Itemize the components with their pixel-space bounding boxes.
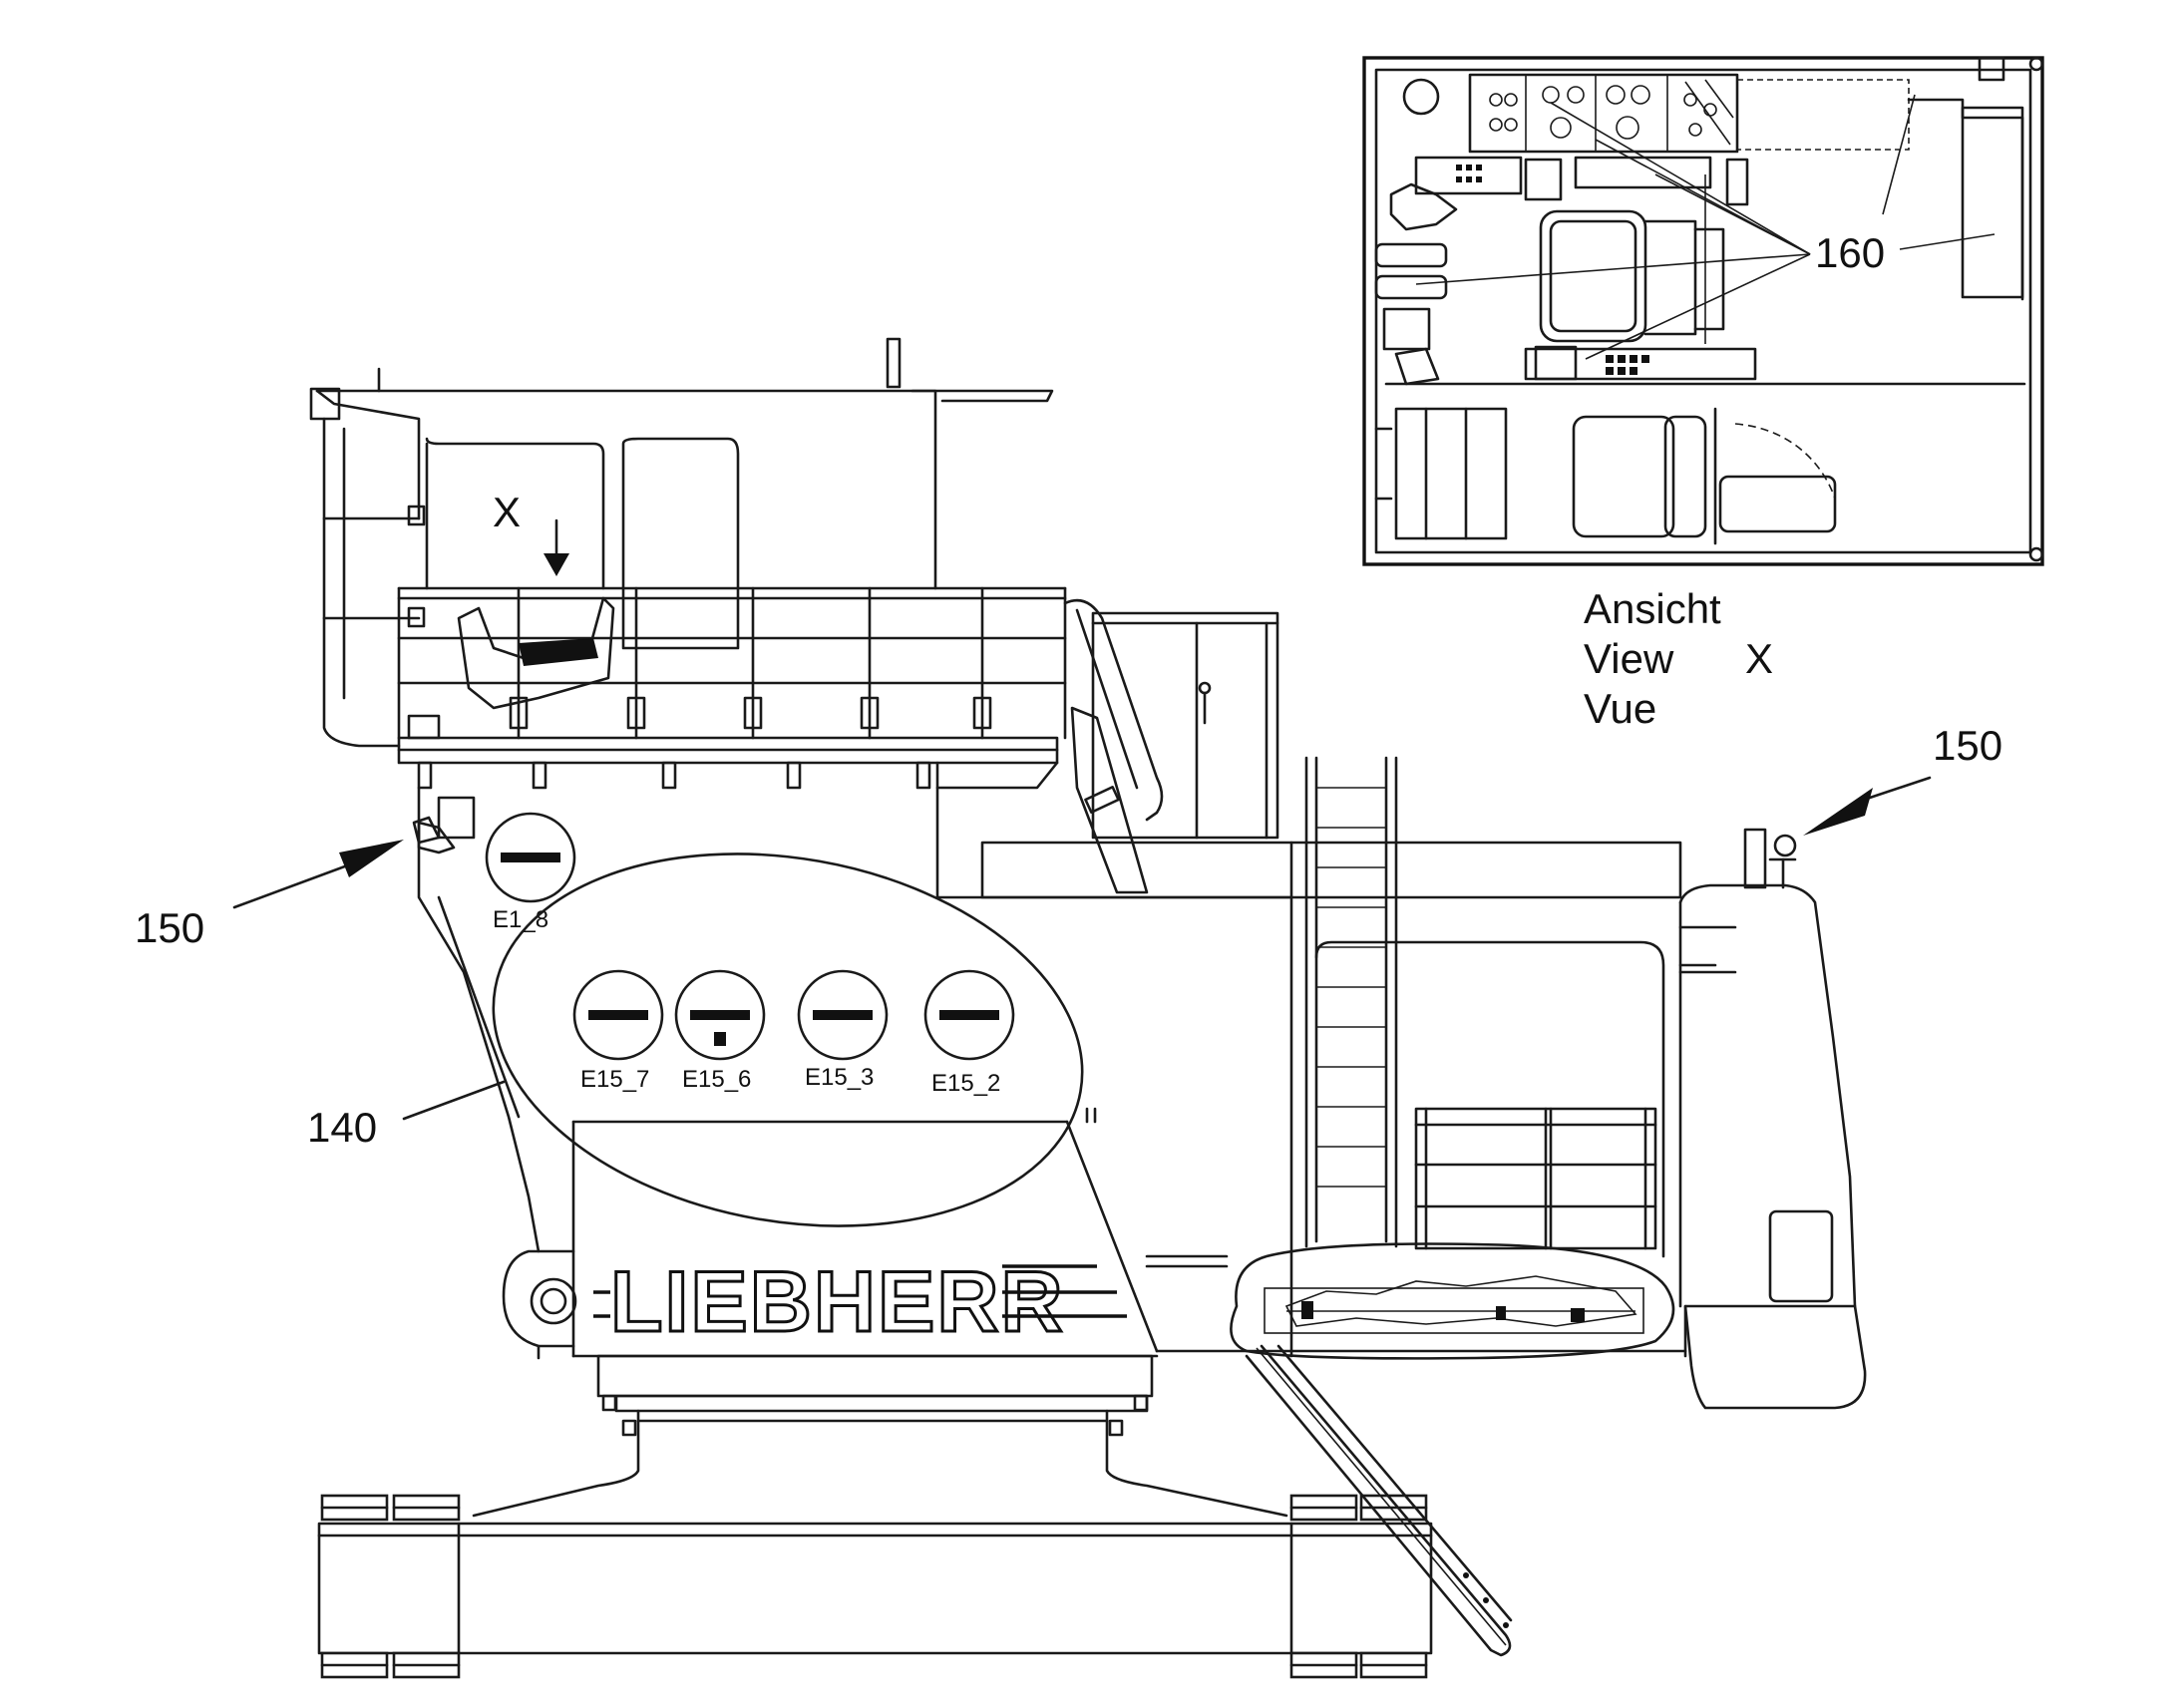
view-caption-line3: Vue [1584, 685, 1656, 732]
label-e15-2: E15_2 [931, 1070, 1000, 1097]
view-caption-line1: Ansicht [1584, 585, 1721, 632]
view-caption: Ansicht View X Vue [1584, 585, 1773, 732]
callout-140: 140 [307, 1104, 377, 1151]
label-e15-7: E15_7 [580, 1066, 649, 1093]
machine-elevation: X [309, 337, 1867, 1679]
label-e15-8: E1_8 [493, 906, 548, 933]
label-e15-6-group: E15_6 [674, 969, 766, 1093]
label-e15-8-group: E1_8 [485, 812, 576, 933]
label-e15-6: E15_6 [682, 1066, 751, 1093]
callout-140-group: 140 [307, 1080, 506, 1151]
callout-150-right-group: 150 [1803, 722, 2002, 836]
callout-150-right: 150 [1933, 722, 2002, 769]
view-caption-line2: View [1584, 635, 1674, 682]
view-marker-x: X [493, 489, 521, 535]
callout-160: 160 [1815, 229, 1885, 276]
brand-logo: LIEBHERR [610, 1254, 1065, 1350]
view-caption-letter: X [1745, 635, 1773, 682]
label-e15-3-group: E15_3 [797, 969, 889, 1091]
label-e15-7-group: E15_7 [572, 969, 664, 1093]
label-e15-3: E15_3 [805, 1064, 874, 1091]
callout-150-left-group: 150 [135, 840, 404, 951]
callout-150-left: 150 [135, 904, 204, 951]
inset-view-x: 160 [1362, 56, 2044, 566]
label-e15-2-group: E15_2 [923, 969, 1015, 1097]
